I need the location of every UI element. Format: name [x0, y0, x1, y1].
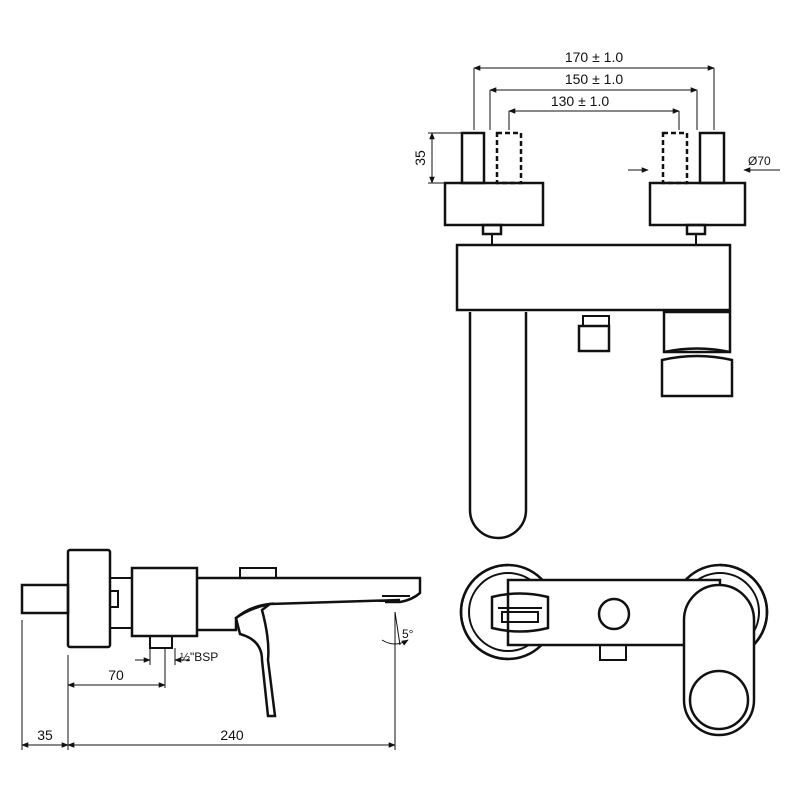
wall-stub: [20, 583, 70, 615]
front-lever: [682, 583, 756, 737]
angle-indicator: [381, 611, 409, 646]
side-view: 70 ½"BSP 35 240 5°: [20, 548, 422, 750]
right-connector: [685, 223, 707, 236]
dimension-170: [473, 65, 715, 130]
dimension-150: [489, 87, 698, 130]
front-diverter: [597, 597, 631, 631]
dim-label-35-side: 35: [37, 727, 53, 743]
diverter-cap: [582, 315, 610, 327]
dim-label-150: 150 ± 1.0: [565, 71, 623, 87]
dimension-70: [67, 648, 166, 750]
dim-label-240: 240: [220, 727, 244, 743]
handle-lever-top: [660, 354, 734, 398]
right-inlet-stub-solid: [698, 131, 726, 185]
front-view: [459, 563, 769, 737]
side-lever: [234, 602, 277, 718]
side-body: [130, 566, 199, 638]
left-inlet-stub-solid: [460, 131, 486, 185]
diverter-knob: [577, 324, 611, 353]
dim-label-130: 130 ± 1.0: [551, 93, 609, 109]
dim-label-angle: 5°: [402, 627, 414, 641]
dim-label-70: 70: [108, 667, 124, 683]
dimension-130: [508, 108, 680, 130]
right-inlet-stub-dashed: [661, 131, 689, 185]
right-rosette: [648, 181, 747, 227]
top-view: 170 ± 1.0 150 ± 1.0 130 ± 1.0 35 Ø70: [412, 49, 780, 540]
dim-label-diameter: Ø70: [748, 154, 771, 168]
side-rosette: [66, 548, 112, 649]
spout-top-view: [468, 312, 528, 540]
dimension-35-240: [21, 612, 396, 750]
outlet-stub: [149, 635, 173, 649]
dimension-35-vertical: [428, 132, 462, 184]
mixer-body-top: [455, 243, 732, 312]
bsp-thread-callout: [135, 648, 190, 665]
dim-label-170: 170 ± 1.0: [565, 49, 623, 65]
bsp-label: ½"BSP: [180, 650, 218, 664]
front-outlet: [599, 644, 627, 661]
front-lever-end: [688, 669, 750, 731]
handle-collar: [662, 310, 732, 354]
left-inlet-stub-dashed: [495, 131, 523, 185]
dim-label-35-top: 35: [412, 150, 428, 166]
left-rosette: [443, 181, 545, 227]
side-spout: [197, 576, 422, 604]
front-left-knob: [490, 592, 550, 633]
left-connector: [481, 223, 503, 236]
